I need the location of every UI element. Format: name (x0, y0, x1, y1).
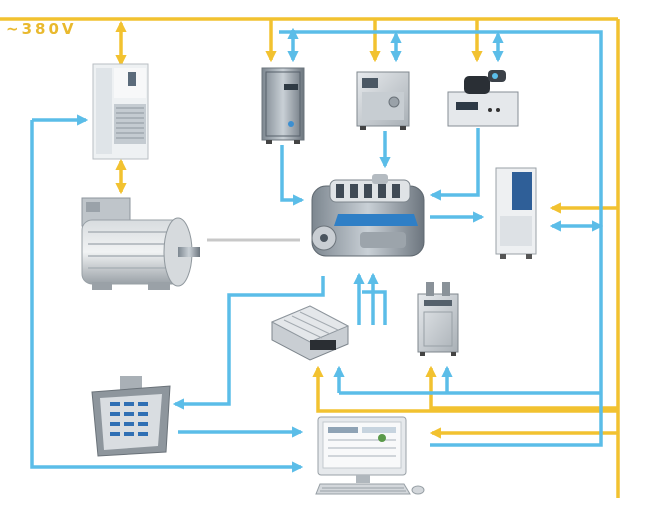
operator-control-panel (91, 376, 171, 457)
measurement-computer (315, 416, 425, 495)
intake-air-conditioner (417, 282, 459, 356)
coolant-temperature-control-unit (261, 67, 305, 144)
power-lines (0, 17, 620, 498)
fuel-consumption-meter (447, 70, 519, 127)
test-engine (311, 174, 425, 257)
frequency-converter-cabinet (92, 63, 149, 160)
ac-dynamometer-motor (81, 197, 200, 290)
signal-lines (30, 27, 604, 473)
oil-temperature-control-unit (356, 71, 410, 130)
exhaust-gas-analyzer-cabinet (495, 167, 537, 259)
engine-control-unit (270, 305, 350, 361)
voltage-label: ~380V (6, 20, 77, 38)
